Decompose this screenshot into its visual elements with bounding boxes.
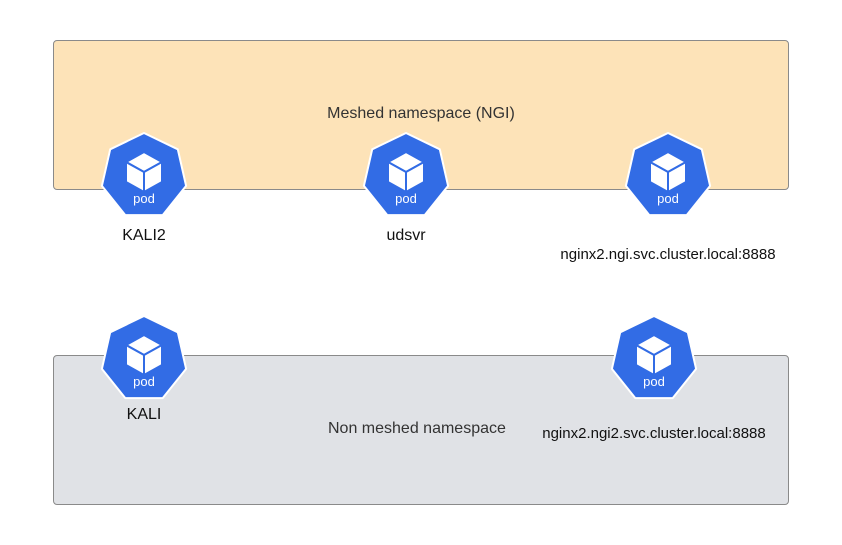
pod-label-kali2: KALI2 (122, 227, 166, 244)
pod-nginx2-ngi2: pod (609, 313, 699, 403)
pod-tag: pod (133, 374, 155, 389)
kubernetes-pod-icon (100, 132, 188, 217)
pod-label-kali: KALI (126, 406, 162, 423)
pod-nginx2-ngi: pod (623, 130, 713, 220)
pod-tag: pod (643, 374, 665, 389)
kubernetes-pod-icon (100, 315, 188, 400)
pod-tag: pod (395, 191, 417, 206)
non-meshed-namespace-title: Non meshed namespace (328, 420, 506, 437)
pod-udsvr: pod (361, 130, 451, 220)
pod-label-udsvr: udsvr (386, 227, 426, 244)
pod-tag: pod (133, 191, 155, 206)
pod-label-nginx2-ngi: nginx2.ngi.svc.cluster.local:8888 (560, 246, 776, 263)
kubernetes-pod-icon (624, 132, 712, 217)
pod-label-nginx2-ngi2: nginx2.ngi2.svc.cluster.local:8888 (542, 425, 766, 442)
kubernetes-pod-icon (610, 315, 698, 400)
kubernetes-pod-icon (362, 132, 450, 217)
pod-tag: pod (657, 191, 679, 206)
meshed-namespace-title: Meshed namespace (NGI) (327, 105, 515, 122)
pod-kali: pod (99, 313, 189, 403)
pod-kali2: pod (99, 130, 189, 220)
